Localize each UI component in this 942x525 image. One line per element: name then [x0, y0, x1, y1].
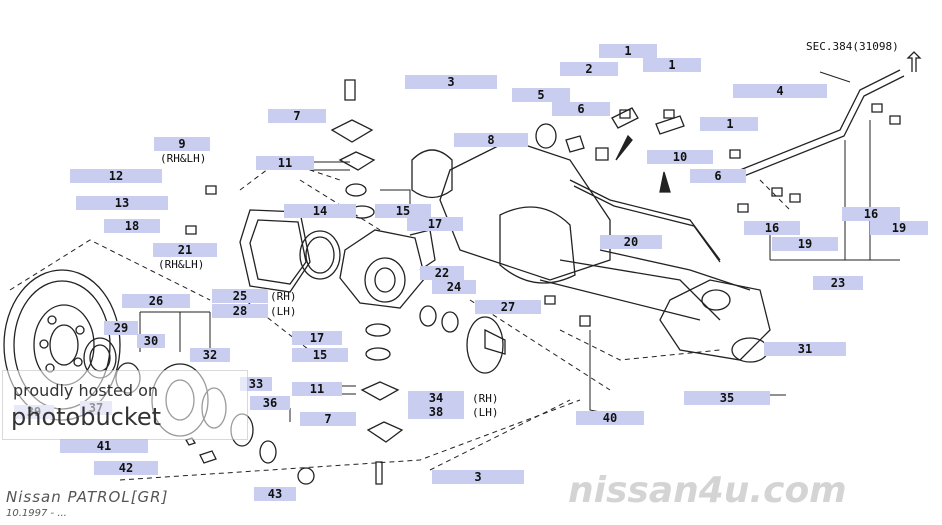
- callout-1: 1: [643, 58, 701, 72]
- fasteners: [185, 103, 901, 421]
- callout-22: 22: [420, 266, 464, 280]
- drive-flange: [466, 316, 506, 374]
- callout-5: 5: [512, 88, 570, 102]
- site-watermark: nissan4u.com: [568, 470, 847, 511]
- callout-13: 13: [76, 196, 168, 210]
- callout-23: 23: [813, 276, 863, 290]
- vehicle-model: Nissan PATROL[GR]: [6, 488, 169, 506]
- callout-27: 27: [475, 300, 541, 314]
- callout-2: 2: [560, 62, 618, 76]
- callout-34: 34: [408, 391, 464, 405]
- direction-arrows: [615, 51, 922, 193]
- callout-16: 16: [842, 207, 900, 221]
- callout-20: 20: [600, 235, 662, 249]
- callout-14: 14: [284, 204, 356, 218]
- callout-29: 29: [104, 321, 138, 335]
- callout-19: 19: [870, 221, 928, 235]
- callout-3: 3: [432, 470, 524, 484]
- callout-42: 42: [94, 461, 158, 475]
- callout-15: 15: [375, 204, 431, 218]
- callout-30: 30: [137, 334, 165, 348]
- callout-31: 31: [764, 342, 846, 356]
- callout-43: 43: [254, 487, 296, 501]
- callout-7: 7: [268, 109, 326, 123]
- variant-rh-34: (RH): [472, 392, 499, 405]
- callout-8: 8: [454, 133, 528, 147]
- callout-24: 24: [432, 280, 476, 294]
- callout-11: 11: [292, 382, 342, 396]
- axle-housing: [411, 139, 751, 321]
- callout-40: 40: [576, 411, 644, 425]
- callout-15: 15: [292, 348, 348, 362]
- callout-1: 1: [599, 44, 657, 58]
- oil-seal: [299, 230, 341, 280]
- overlay-line2: photobucket: [11, 403, 162, 431]
- king-pin-lower: [360, 323, 404, 485]
- differential-carrier: [659, 279, 771, 363]
- callout-11: 11: [256, 156, 314, 170]
- callout-28: 28: [212, 304, 268, 318]
- overlay-line1: proudly hosted on: [13, 381, 159, 400]
- callout-9: 9: [154, 137, 210, 151]
- variant-rh-lh-21: (RH&LH): [158, 258, 205, 271]
- callout-7: 7: [300, 412, 356, 426]
- callout-19: 19: [772, 237, 838, 251]
- variant-lh-38: (LH): [472, 406, 499, 419]
- photobucket-overlay: proudly hosted on photobucket: [2, 370, 248, 440]
- callout-25: 25: [212, 289, 268, 303]
- variant-rh-25: (RH): [270, 290, 297, 303]
- callout-12: 12: [70, 169, 162, 183]
- callout-16: 16: [744, 221, 800, 235]
- callout-1: 1: [702, 117, 758, 131]
- backing-plate: [239, 209, 311, 293]
- steering-knuckle: [339, 229, 436, 309]
- callout-41: 41: [60, 439, 148, 453]
- callout-32: 32: [190, 348, 230, 362]
- callout-21: 21: [153, 243, 217, 257]
- callout-6: 6: [552, 102, 610, 116]
- callout-18: 18: [104, 219, 160, 233]
- model-date: 10.1997 - ...: [6, 508, 67, 519]
- variant-lh-28: (LH): [270, 305, 297, 318]
- callout-10: 10: [647, 150, 713, 164]
- callout-17: 17: [407, 217, 463, 231]
- breather-tube: [569, 69, 905, 263]
- callout-6: 6: [690, 169, 746, 183]
- king-pin-upper: [330, 79, 376, 219]
- callout-35: 35: [684, 391, 770, 405]
- variant-rh-lh-9: (RH&LH): [160, 152, 207, 165]
- callout-17: 17: [292, 331, 342, 345]
- callout-26: 26: [122, 294, 190, 308]
- callout-4: 4: [733, 84, 827, 98]
- callout-3: 3: [405, 75, 497, 89]
- section-reference: SEC.384(31098): [806, 40, 899, 53]
- callout-38: 38: [408, 405, 464, 419]
- callout-33: 33: [240, 377, 272, 391]
- callout-36: 36: [250, 396, 290, 410]
